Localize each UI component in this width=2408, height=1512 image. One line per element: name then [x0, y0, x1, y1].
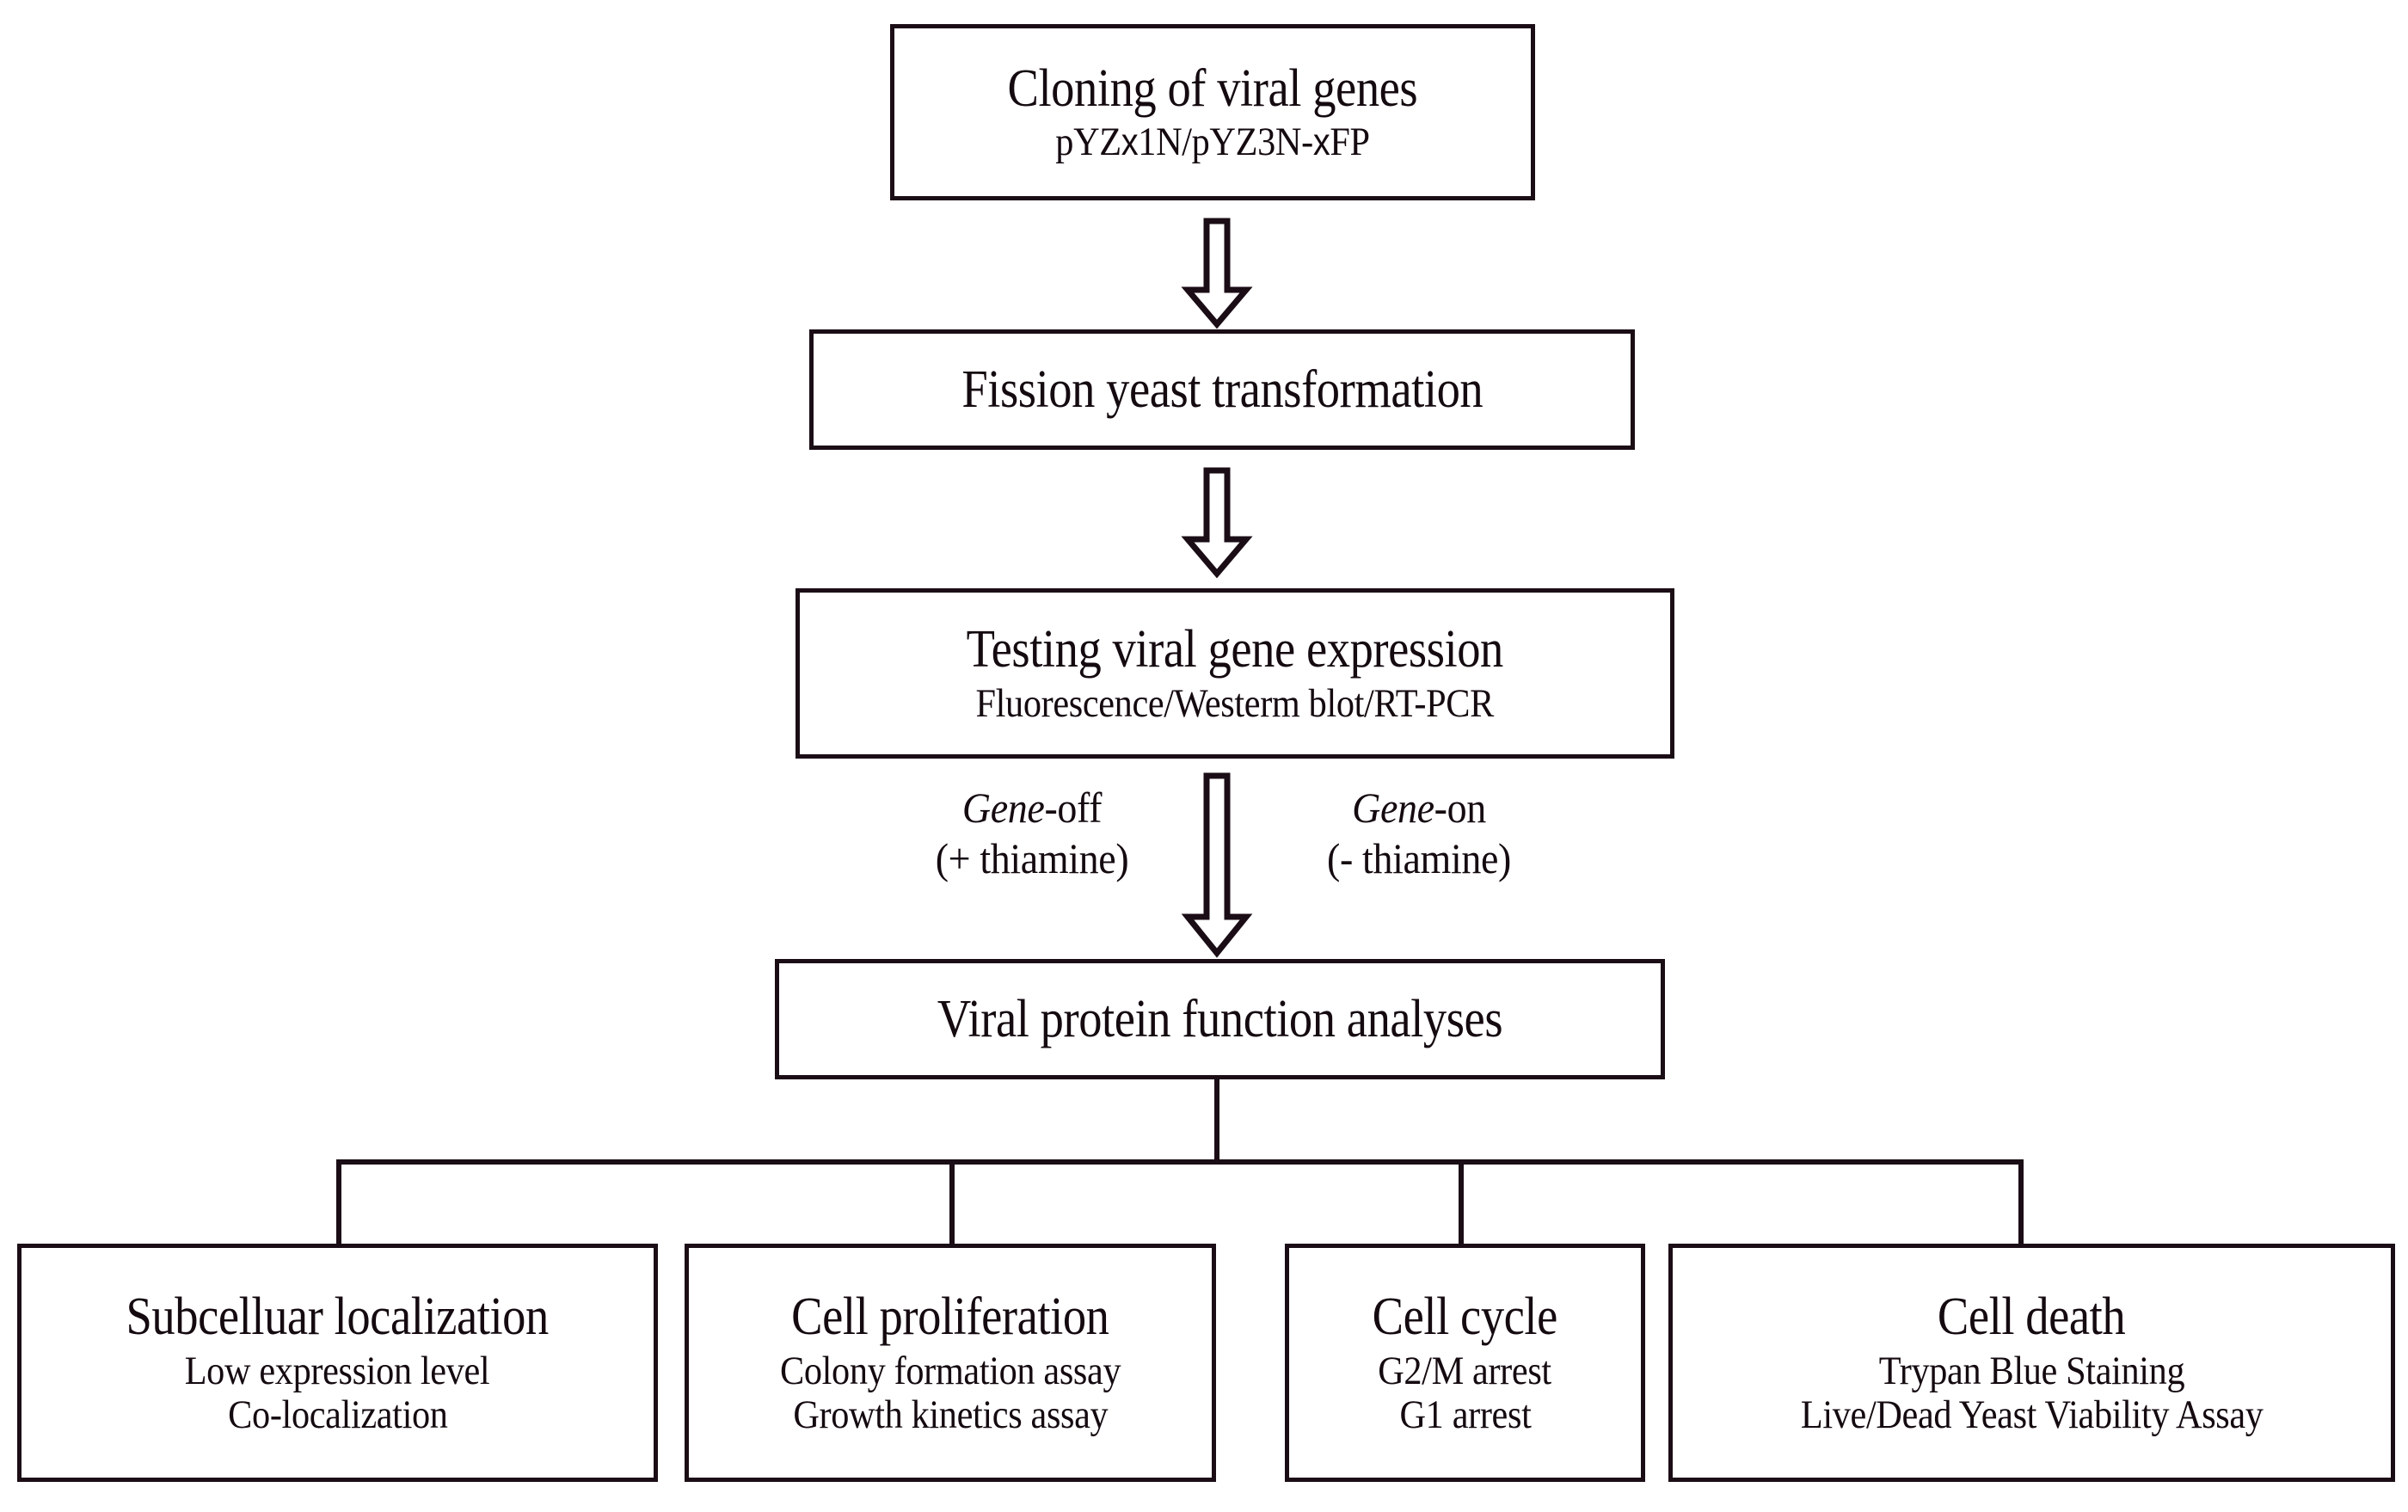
gene-on-condition: (- thiamine) — [1326, 834, 1511, 882]
node-localization-line-1: Low expression level — [185, 1348, 490, 1393]
connector-drop-localization — [336, 1159, 341, 1245]
node-proliferation-title: Cell proliferation — [791, 1288, 1109, 1347]
arrow-transformation-to-testing — [1181, 467, 1253, 579]
node-cloning-subtitle: pYZx1N/pYZ3N-xFP — [1055, 120, 1370, 165]
connector-drop-celldeath — [2018, 1159, 2024, 1245]
node-localization-title: Subcelluar localization — [126, 1288, 550, 1347]
gene-off-label: Gene-off — [961, 784, 1103, 832]
node-subcellular-localization[interactable]: Subcelluar localization Low expression l… — [17, 1244, 658, 1482]
annotation-gene-on: Gene-on (- thiamine) — [1264, 783, 1574, 884]
gene-off-condition: (+ thiamine) — [935, 834, 1129, 882]
node-fission-yeast-transformation[interactable]: Fission yeast transformation — [809, 329, 1635, 450]
node-celldeath-title: Cell death — [1938, 1288, 2126, 1347]
annotation-gene-off: Gene-off (+ thiamine) — [877, 783, 1187, 884]
node-analyses-title: Viral protein function analyses — [937, 989, 1503, 1048]
node-cell-death[interactable]: Cell death Trypan Blue Staining Live/Dea… — [1668, 1244, 2395, 1482]
arrow-cloning-to-transformation — [1181, 218, 1253, 329]
node-testing-subtitle: Fluorescence/Westerm blot/RT-PCR — [975, 680, 1495, 726]
connector-drop-cellcycle — [1459, 1159, 1464, 1245]
gene-on-label: Gene-on — [1352, 784, 1486, 832]
node-cellcycle-title: Cell cycle — [1372, 1288, 1558, 1347]
node-cell-proliferation[interactable]: Cell proliferation Colony formation assa… — [685, 1244, 1216, 1482]
node-viral-protein-function-analyses[interactable]: Viral protein function analyses — [775, 959, 1665, 1079]
node-cell-cycle[interactable]: Cell cycle G2/M arrest G1 arrest — [1285, 1244, 1645, 1482]
connector-analyses-stem — [1214, 1078, 1219, 1164]
node-testing-viral-gene-expression[interactable]: Testing viral gene expression Fluorescen… — [796, 588, 1674, 759]
connector-bus — [336, 1159, 2024, 1165]
node-celldeath-line-2: Live/Dead Yeast Viability Assay — [1800, 1392, 2264, 1437]
node-proliferation-line-1: Colony formation assay — [779, 1348, 1121, 1393]
node-cellcycle-line-2: G1 arrest — [1399, 1392, 1531, 1437]
node-cellcycle-line-1: G2/M arrest — [1378, 1348, 1552, 1393]
node-cloning-title: Cloning of viral genes — [1007, 58, 1418, 118]
node-celldeath-line-1: Trypan Blue Staining — [1878, 1348, 2185, 1393]
node-cloning-of-viral-genes[interactable]: Cloning of viral genes pYZx1N/pYZ3N-xFP — [890, 24, 1535, 200]
node-localization-line-2: Co-localization — [227, 1392, 448, 1437]
connector-drop-proliferation — [949, 1159, 955, 1245]
node-testing-title: Testing viral gene expression — [966, 620, 1504, 679]
node-proliferation-line-2: Growth kinetics assay — [792, 1392, 1109, 1437]
node-transformation-title: Fission yeast transformation — [961, 360, 1483, 419]
arrow-testing-to-analyses — [1181, 772, 1253, 958]
